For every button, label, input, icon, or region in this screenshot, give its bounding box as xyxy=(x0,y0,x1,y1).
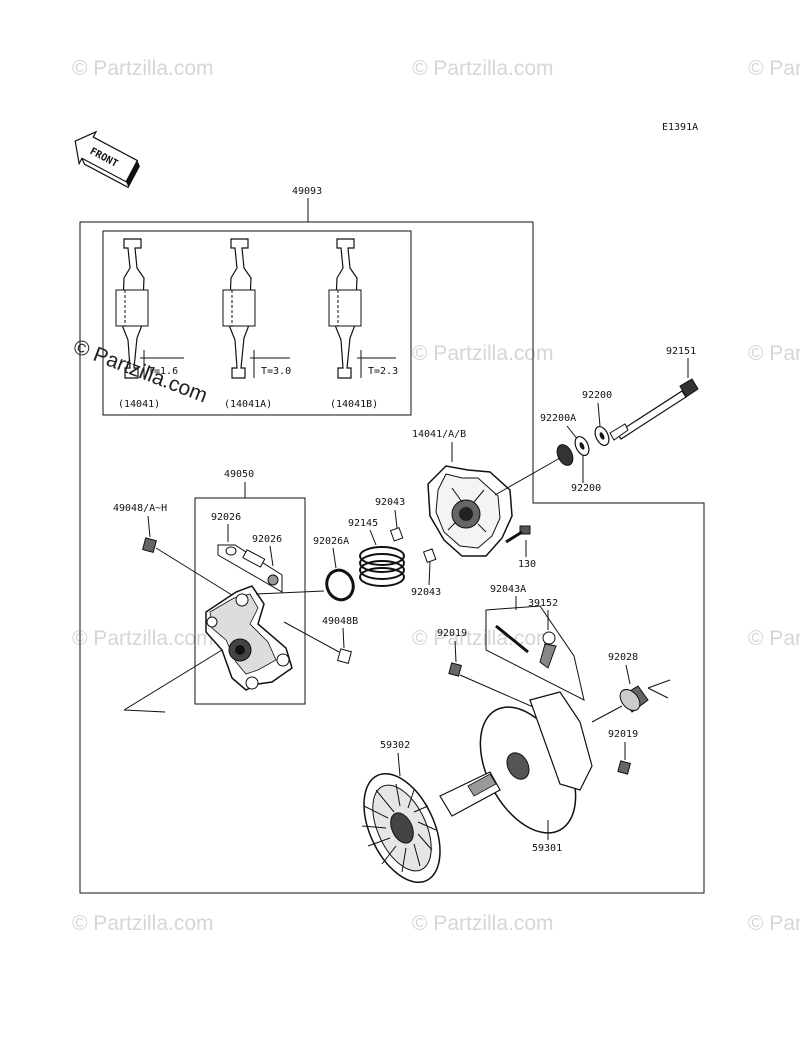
weight-set-box xyxy=(102,230,412,416)
part-label-49048B: 49048B xyxy=(322,616,358,627)
weight-part-label: (14041) xyxy=(118,399,160,410)
watermark: © Partzilla.com xyxy=(748,57,800,80)
watermark: © Partzilla.com xyxy=(748,912,800,935)
watermark: © Partzilla.com xyxy=(412,57,554,80)
part-label-59302: 59302 xyxy=(380,740,410,751)
part-label-59301: 59301 xyxy=(532,843,562,854)
part-label-92145: 92145 xyxy=(348,518,378,529)
bolt-92151 xyxy=(609,378,699,441)
rod-92043A xyxy=(495,624,529,654)
bolt-130 xyxy=(505,525,531,544)
watermark: © Partzilla.com xyxy=(72,57,214,80)
weight-part-label: (14041B) xyxy=(330,399,378,410)
part-label-92026A: 92026A xyxy=(313,536,349,547)
spider-49050 xyxy=(205,585,293,691)
weight-thickness-label: T=3.0 xyxy=(261,366,291,377)
pin-92043-b xyxy=(422,548,437,563)
spider-assembly-box xyxy=(194,497,306,705)
diagram-code: E1391A xyxy=(662,122,698,133)
weight-thickness-label: T=2.3 xyxy=(368,366,398,377)
weight-14041B xyxy=(328,238,396,379)
part-label-92043-b: 92043 xyxy=(411,587,441,598)
fixed-sheave-59302 xyxy=(361,771,501,884)
nut-49048 xyxy=(142,537,157,553)
part-label-92043A: 92043A xyxy=(490,584,526,595)
part-label-49093: 49093 xyxy=(292,186,322,197)
front-arrow-icon: FRONT xyxy=(74,130,140,189)
watermark-overlay: © Partzilla.com xyxy=(70,335,210,407)
arm-39152 xyxy=(539,631,557,669)
assembly-outline xyxy=(79,221,705,894)
weight-part-label: (14041A) xyxy=(224,399,272,410)
part-label-49048AH: 49048/A~H xyxy=(113,503,167,514)
movable-sheave-59301 xyxy=(479,691,593,834)
nut-92019-b xyxy=(617,760,631,775)
part-label-92028: 92028 xyxy=(608,652,638,663)
part-label-14041AB: 14041/A/B xyxy=(412,429,466,440)
watermark: © Partzilla.com xyxy=(412,627,554,650)
watermark: © Partzilla.com xyxy=(72,912,214,935)
bushing-92028 xyxy=(619,685,649,713)
pin-92043-a xyxy=(389,526,404,542)
weight-14041 xyxy=(115,238,184,379)
watermark-layer: © Partzilla.com © Partzilla.com © Partzi… xyxy=(72,57,800,935)
watermark: © Partzilla.com xyxy=(412,912,554,935)
watermark: © Partzilla.com xyxy=(412,342,554,365)
part-label-49050: 49050 xyxy=(224,469,254,480)
part-label-92200-top: 92200 xyxy=(582,390,612,401)
part-label-92043-a: 92043 xyxy=(375,497,405,508)
ring-92026A xyxy=(325,568,355,602)
part-label-92019-b: 92019 xyxy=(608,729,638,740)
part-label-92200-bottom: 92200 xyxy=(571,483,601,494)
watermark: © Partzilla.com xyxy=(748,342,800,365)
nut-49048B xyxy=(337,648,352,664)
part-label-39152: 39152 xyxy=(528,598,558,609)
watermark: © Partzilla.com xyxy=(748,627,800,650)
weight-thickness-label: T=1.6 xyxy=(148,366,178,377)
spring-92145 xyxy=(359,546,405,587)
part-label-92026-b: 92026 xyxy=(252,534,282,545)
watermark: © Partzilla.com xyxy=(72,627,214,650)
part-label-92019-a: 92019 xyxy=(437,628,467,639)
part-label-130: 130 xyxy=(518,559,536,570)
weight-14041A xyxy=(222,238,290,379)
nut-92019-a xyxy=(448,662,462,677)
part-label-92151: 92151 xyxy=(666,346,696,357)
part-label-92200A: 92200A xyxy=(540,413,576,424)
spider-cover-14041AB xyxy=(427,465,513,557)
part-label-92026-a: 92026 xyxy=(211,512,241,523)
